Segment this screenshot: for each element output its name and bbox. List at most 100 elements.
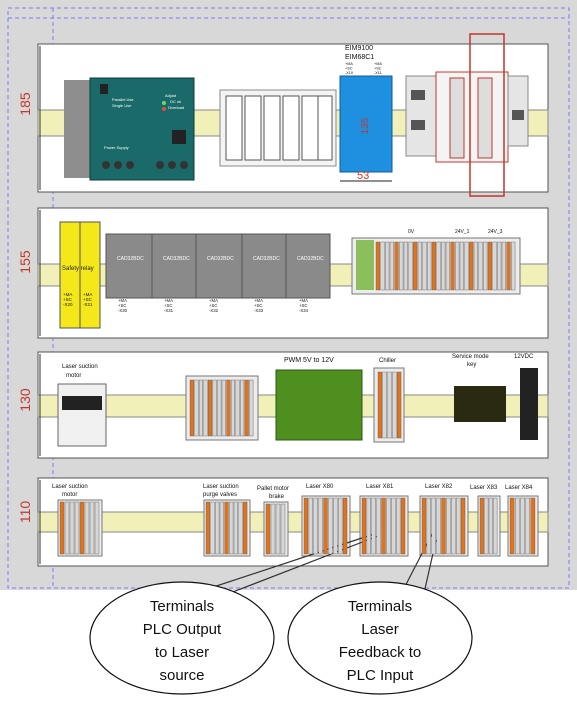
- terminal-slice: [478, 241, 483, 291]
- svg-text:Laser X84: Laser X84: [505, 485, 533, 491]
- contactor-tag: +SC: [118, 303, 126, 308]
- contactor-tag: +MA: [209, 298, 218, 303]
- contactor-tag: +SC: [209, 303, 217, 308]
- terminal-slice: [226, 379, 231, 437]
- svg-text:Feedback to: Feedback to: [339, 644, 422, 661]
- terminal-slice: [230, 379, 235, 437]
- terminal-slice: [280, 503, 286, 555]
- eim-tag: +SC: [374, 66, 382, 70]
- terminal-slice: [189, 379, 194, 437]
- terminal-slice: [69, 501, 75, 555]
- terminal-slice: [79, 501, 85, 555]
- svg-text:Terminals: Terminals: [348, 598, 412, 615]
- eim-tag: +SC: [345, 66, 353, 70]
- terminal-slice: [376, 497, 381, 555]
- svg-text:0V: 0V: [408, 229, 415, 235]
- svg-text:24V_3: 24V_3: [488, 229, 503, 235]
- eim-tag: +MA: [345, 62, 353, 66]
- terminal-slices: [59, 241, 536, 555]
- svg-text:Laser X83: Laser X83: [470, 485, 498, 491]
- svg-text:motor: motor: [62, 492, 77, 498]
- svg-text:PLC Output: PLC Output: [143, 621, 222, 638]
- svg-text:Laser X82: Laser X82: [425, 484, 453, 490]
- terminal-slice: [313, 497, 318, 555]
- svg-text:PWM 5V to 12V: PWM 5V to 12V: [284, 357, 334, 364]
- callout-laser-feedback: Terminals Laser Feedback to PLC Input: [287, 581, 473, 695]
- terminal-slice: [426, 497, 431, 555]
- eim-tag: +MA: [374, 62, 382, 66]
- terminal-slice: [377, 371, 383, 439]
- terminal-slice: [456, 497, 461, 555]
- terminal-slice: [380, 241, 385, 291]
- svg-text:CAD32BDC: CAD32BDC: [117, 256, 144, 262]
- terminal-slice: [488, 497, 493, 555]
- terminal-slice: [391, 497, 396, 555]
- terminal-slice: [501, 241, 506, 291]
- terminal-slice: [318, 497, 323, 555]
- terminal-slice: [217, 379, 222, 437]
- svg-text:Laser suction: Laser suction: [62, 364, 98, 370]
- terminal-slice: [400, 497, 406, 555]
- terminal-slice: [408, 241, 413, 291]
- terminal-slice: [265, 503, 271, 555]
- terminal-slice: [205, 501, 210, 555]
- svg-text:12VDC: 12VDC: [514, 354, 534, 360]
- terminal-slice: [436, 241, 441, 291]
- terminal-slice: [487, 241, 492, 291]
- terminal-slice: [212, 379, 217, 437]
- height-label-1: 185: [17, 92, 33, 116]
- terminal-slice: [303, 497, 309, 555]
- terminal-slice: [387, 371, 392, 439]
- contactor-tag: +MA: [299, 298, 308, 303]
- svg-text:purge valves: purge valves: [203, 492, 237, 498]
- contactor-tag: +SC: [299, 303, 307, 308]
- terminal-slice: [74, 501, 80, 555]
- terminal-slice: [436, 497, 441, 555]
- svg-text:PLC Input: PLC Input: [347, 667, 415, 684]
- terminal-slice: [270, 503, 276, 555]
- terminal-slice: [431, 497, 436, 555]
- svg-text:Overload: Overload: [168, 105, 184, 110]
- terminal-slice: [385, 241, 390, 291]
- power-supply: Parallel Use Single Use Adjust DC ok Ove…: [64, 77, 195, 181]
- terminal-slice: [441, 241, 446, 291]
- terminal-slice: [342, 497, 348, 555]
- terminal-slice: [492, 241, 497, 291]
- safety-tag: +SC: [83, 297, 93, 302]
- terminal-slice: [382, 371, 387, 439]
- safety-tag: +MA: [63, 292, 72, 297]
- safety-tag: -X20: [63, 302, 73, 307]
- svg-text:to Laser: to Laser: [155, 644, 209, 661]
- svg-text:Parallel Use: Parallel Use: [112, 97, 134, 102]
- contactor-tag: +MA: [254, 298, 263, 303]
- power-12vdc: 12VDC: [514, 354, 538, 440]
- plc-rack: [405, 33, 529, 197]
- device-tags: +MA+SC-X10+MA+SC-X11+MA+SC-X20+MA+SC-X21…: [63, 62, 382, 313]
- terminal-slice: [515, 497, 520, 555]
- eim-label-1: EIM9100: [345, 45, 373, 52]
- terminal-slice: [328, 497, 333, 555]
- svg-text:key: key: [467, 362, 476, 368]
- terminal-slice: [198, 379, 203, 437]
- terminal-slice: [275, 503, 281, 555]
- terminal-slice: [530, 497, 536, 555]
- svg-text:Service mode: Service mode: [452, 354, 489, 360]
- terminal-slice: [308, 497, 313, 555]
- terminal-slice: [520, 497, 525, 555]
- terminal-slice: [244, 379, 249, 437]
- service-mode-key: Service mode key: [452, 354, 506, 422]
- din-rail-4: [37, 511, 549, 533]
- safety-tag: -X21: [83, 302, 93, 307]
- blue-dim-horizontal: 53: [357, 170, 369, 182]
- eim-label-2: EIM68C1: [345, 54, 374, 61]
- height-label-2: 155: [17, 250, 33, 274]
- svg-text:Single Use: Single Use: [112, 103, 132, 108]
- svg-text:Adjust: Adjust: [165, 93, 177, 98]
- terminal-slice: [243, 501, 248, 555]
- contactor-tag: +SC: [164, 303, 172, 308]
- terminal-slice: [479, 497, 484, 555]
- terminal-slice: [413, 241, 418, 291]
- terminal-slice: [235, 379, 240, 437]
- terminal-slice: [323, 497, 328, 555]
- pwm-converter: PWM 5V to 12V: [275, 357, 363, 441]
